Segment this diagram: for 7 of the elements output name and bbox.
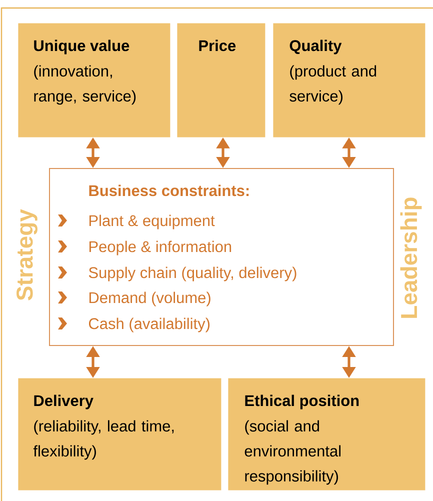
side-label: Leadership bbox=[400, 198, 422, 318]
category-box: Ethical position (social and environmental responsibility) bbox=[228, 378, 426, 490]
category-box: Quality (product and service) bbox=[273, 23, 426, 138]
category-box: Price bbox=[177, 23, 266, 138]
category-box: Delivery (reliability, lead time, flexibility) bbox=[18, 378, 222, 490]
constraints-box: Business constraints: Plant & equipment People & information Supply chain (quality, delivery) Demand (volume) Cash (availability) bbox=[49, 168, 394, 346]
category-box: Unique value (innovation, range, service) bbox=[18, 23, 170, 138]
